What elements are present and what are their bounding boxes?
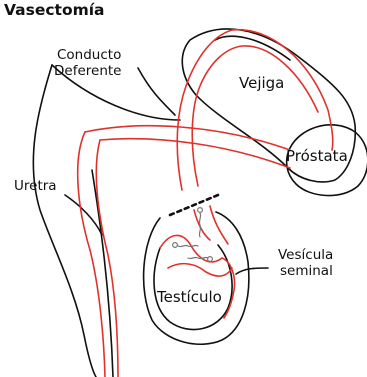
seminal-vesicle-duct <box>168 264 232 276</box>
penis-outline <box>33 65 96 377</box>
urethra-left <box>78 132 105 377</box>
urethra-right <box>96 140 118 377</box>
sperm-head-3 <box>208 257 213 262</box>
sperm-squiggle-1 <box>199 213 200 237</box>
vas-deferens-lower-right <box>210 206 228 244</box>
sperm-squiggle-3 <box>188 257 208 258</box>
bladder-inner-outline <box>215 36 290 60</box>
label-prostata: Próstata <box>286 147 348 165</box>
urethra-to-prostate-lower <box>100 139 290 168</box>
label-vesicula-line1: Vesícula <box>278 247 333 263</box>
label-vesicula-line2: seminal <box>280 263 333 279</box>
sperm-head-2 <box>173 243 178 248</box>
scrotum-outline <box>144 212 249 344</box>
diagram-title: Vasectomía <box>4 1 105 19</box>
sperm-squiggle-2 <box>178 245 198 246</box>
label-vejiga: Vejiga <box>239 74 284 92</box>
label-uretra: Uretra <box>14 178 57 194</box>
vas-deferens-lower-left <box>194 210 210 240</box>
label-conducto-line2: Deferente <box>54 63 121 79</box>
leader-vesicula <box>236 268 268 274</box>
vas-deferens-left <box>177 30 333 190</box>
urethra-to-prostate-upper <box>85 126 290 150</box>
label-conducto-line1: Conducto <box>57 47 121 63</box>
label-testiculo: Testículo <box>156 288 222 306</box>
sperm-head-1 <box>198 208 203 213</box>
leader-conducto <box>138 68 175 115</box>
